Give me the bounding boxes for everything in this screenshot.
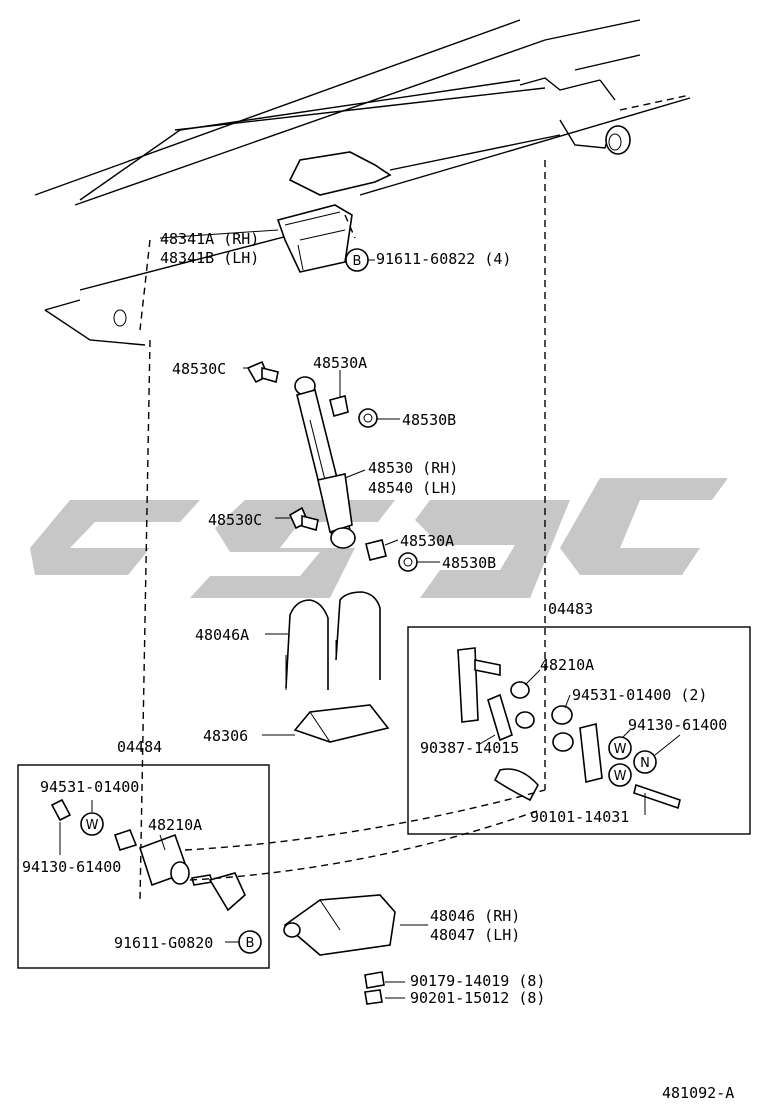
label-91611-60822: 91611-60822 (4) [376,250,511,268]
label-48047: 48047 (LH) [430,926,520,944]
svg-text:W: W [614,769,627,784]
diagram-id: 481092-A [662,1084,734,1102]
washer-marker-w-2: W [608,763,632,787]
spring-plate [283,894,396,956]
bolt-marker-b: B [345,248,375,272]
label-94130-left: 94130-61400 [22,858,121,876]
label-90387: 90387-14015 [420,739,519,757]
spring-bracket [159,204,356,273]
part-labels: 48341A (RH) 48341B (LH) 91611-60822 (4) … [22,230,734,1102]
label-48341a: 48341A (RH) [160,230,259,248]
svg-text:B: B [246,936,255,951]
label-48530a-top: 48530A [313,354,367,372]
label-94130-right: 94130-61400 [628,716,727,734]
label-48530c-top: 48530C [172,360,226,378]
nut-marker-n: N [633,750,657,774]
label-48046: 48046 (RH) [430,907,520,925]
label-04484: 04484 [117,738,162,756]
svg-text:N: N [640,756,650,771]
svg-text:B: B [353,254,362,269]
label-48530b-top: 48530B [402,411,456,429]
label-90179: 90179-14019 (8) [410,972,545,990]
bottom-nuts [364,971,385,1005]
label-90101: 90101-14031 [530,808,629,826]
label-48530b-bot: 48530B [442,554,496,572]
label-94531-2: 94531-01400 (2) [572,686,707,704]
label-48306: 48306 [203,727,248,745]
label-48341b: 48341B (LH) [160,249,259,267]
leaf-spring [184,789,546,881]
label-48530a-bot: 48530A [400,532,454,550]
label-94531-left: 94531-01400 [40,778,139,796]
label-04483: 04483 [548,600,593,618]
svg-text:W: W [614,742,627,757]
label-48046a: 48046A [195,626,249,644]
washer-marker-w-left: W [80,812,104,836]
shackle-kit-box [407,626,751,835]
svg-text:W: W [86,818,99,833]
label-48530c-bot: 48530C [208,511,262,529]
shock-absorber [246,360,418,572]
label-48530: 48530 (RH) [368,459,458,477]
spring-seat [293,704,390,743]
label-90201: 90201-15012 (8) [410,989,545,1007]
label-48210a-right: 48210A [540,656,594,674]
u-bolts [285,591,381,690]
hanger-kit-box: B [17,764,270,969]
washer-marker-w: W [608,736,632,760]
label-48540: 48540 (LH) [368,479,458,497]
watermark-logo [30,478,728,598]
label-91611-g0820: 91611-G0820 [114,934,213,952]
label-48210a-left: 48210A [148,816,202,834]
leader-lines [59,367,681,999]
